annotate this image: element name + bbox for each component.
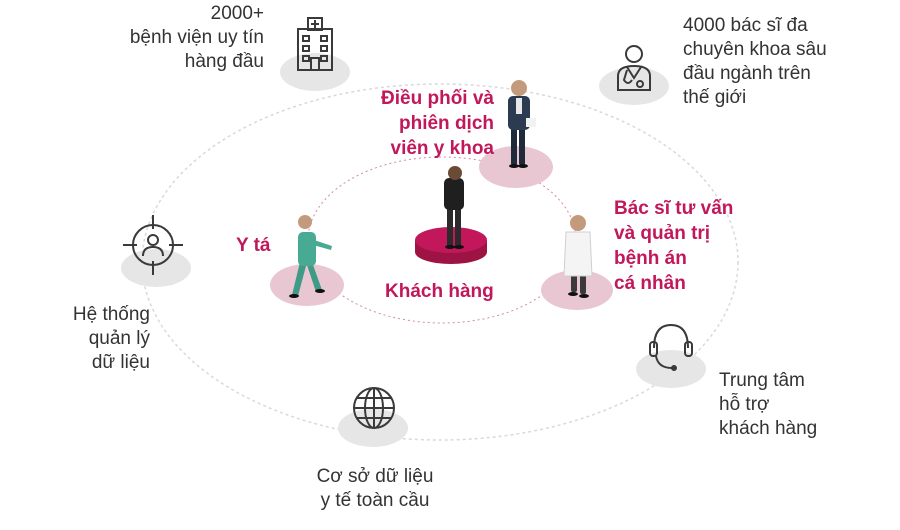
support-label: Trung tâm hỗ trợ khách hàng	[719, 369, 869, 441]
role-label-line: bệnh án	[614, 248, 687, 269]
label-line: 2000+	[210, 3, 264, 24]
client-figure	[444, 166, 464, 249]
label-line: Hệ thống	[72, 304, 150, 325]
label-line: quản lý	[88, 328, 150, 349]
data-system-label: Hệ thống quản lý dữ liệu	[30, 303, 150, 375]
nurse-disc	[270, 264, 344, 306]
role-label-line: phiên dịch	[399, 113, 494, 134]
role-label-nurse: Y tá	[236, 233, 271, 258]
doctor-disc	[599, 67, 669, 105]
coordinator-figure	[508, 80, 536, 168]
role-label-line: và quản trị	[614, 223, 711, 244]
label-line: y tế toàn cầu	[320, 490, 430, 511]
role-label-line: Y tá	[236, 235, 271, 256]
headset-icon	[649, 323, 693, 371]
label-line: đầu ngành trên	[683, 63, 811, 84]
doctors-label: 4000 bác sĩ đa chuyên khoa sâu đầu ngành…	[683, 14, 883, 110]
hospital-icon	[297, 17, 333, 71]
label-line: hỗ trợ	[719, 394, 770, 415]
role-label-line: Điều phối và	[381, 88, 494, 109]
crosshair-user-icon	[123, 215, 183, 275]
label-line: dữ liệu	[91, 352, 150, 373]
doctor-icon	[617, 45, 651, 91]
data-system-disc	[121, 249, 191, 287]
client-label-text: Khách hàng	[385, 281, 494, 302]
role-label-consultant: Bác sĩ tư vấn và quản trị bệnh án cá nhâ…	[614, 196, 764, 296]
label-line: bệnh viện uy tín	[129, 27, 264, 48]
support-disc	[636, 350, 706, 388]
client-label: Khách hàng	[385, 279, 494, 304]
label-line: Cơ sở dữ liệu	[316, 466, 434, 487]
label-line: thế giới	[683, 87, 747, 108]
label-line: khách hàng	[719, 418, 818, 439]
label-line: hàng đầu	[184, 51, 264, 72]
role-label-line: Bác sĩ tư vấn	[614, 198, 734, 219]
globe-icon	[353, 387, 395, 429]
database-label: Cơ sở dữ liệu y tế toàn cầu	[290, 465, 460, 513]
label-line: chuyên khoa sâu	[683, 39, 827, 60]
role-label-coordinator: Điều phối và phiên dịch viên y khoa	[364, 86, 494, 161]
role-label-line: viên y khoa	[390, 138, 495, 159]
outer-orbit	[141, 83, 739, 441]
nurse-figure	[289, 215, 332, 298]
label-line: Trung tâm	[719, 370, 805, 391]
role-label-line: cá nhân	[614, 273, 686, 294]
hospitals-label: 2000+ bệnh viện uy tín hàng đầu	[86, 2, 264, 74]
consultant-figure	[563, 215, 593, 298]
label-line: 4000 bác sĩ đa	[683, 15, 808, 36]
